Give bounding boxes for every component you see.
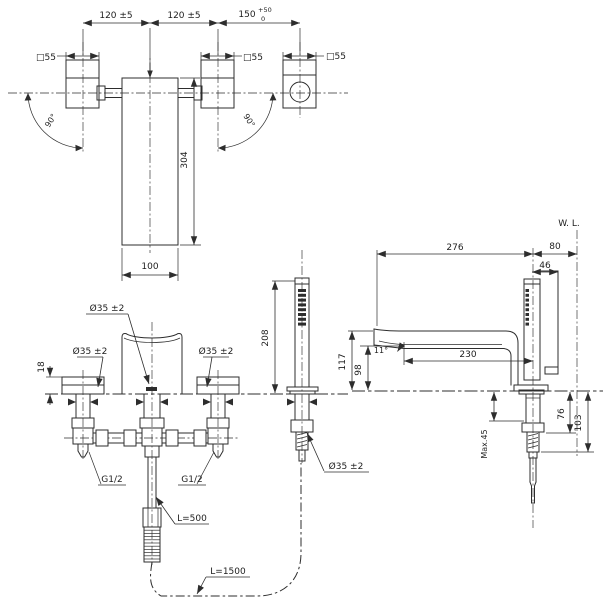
angle-90-left-label: 90°: [43, 112, 58, 129]
dim-103-label: 103: [574, 414, 584, 431]
g12-left-label: G1/2: [101, 475, 122, 485]
deck-clamp-arrows: [68, 398, 317, 406]
dim-98-label: 98: [354, 364, 364, 376]
dim-80-label: 80: [549, 242, 561, 252]
dim-230-label: 230: [459, 350, 476, 360]
top-view-linework: [8, 19, 348, 281]
side-view-linework: [348, 230, 603, 528]
max-45-label: Max.45: [480, 429, 489, 458]
dim-46-label: 46: [539, 261, 551, 271]
dia-35-spout-label: Ø35 ±2: [90, 303, 125, 314]
dia-35-right-handle-label: Ø35 ±2: [199, 346, 234, 357]
water-line-label: W. L.: [558, 219, 579, 229]
shower-spray-dots-side: [525, 289, 529, 326]
front-view-linework: [45, 250, 369, 597]
angle-11-label: 11°: [374, 346, 388, 355]
top-view: 120 ±5 120 ±5 150 +50 0 □55 □55 □55 90° …: [8, 6, 348, 281]
dim-120-right-label: 120 ±5: [167, 11, 200, 21]
dia-35-shower-label: Ø35 ±2: [329, 461, 364, 472]
shower-spray-dots: [298, 289, 306, 326]
square55-shower-label: □55: [326, 52, 346, 62]
dim-76-label: 76: [557, 408, 567, 420]
dim-150-upper-tolerance: +50: [258, 6, 272, 14]
dim-120-left-label: 120 ±5: [99, 11, 132, 21]
dim-276-label: 276: [446, 243, 463, 253]
dim-150-label: 150: [238, 10, 255, 20]
hose-l1500-label: L=1500: [210, 567, 246, 577]
dim-150-lower-tolerance: 0: [261, 15, 265, 23]
dim-208-label: 208: [261, 329, 271, 346]
dim-304-label: 304: [180, 151, 190, 168]
dim-117-label: 117: [338, 353, 348, 370]
g12-right-label: G1/2: [181, 475, 202, 485]
dia-35-left-handle-label: Ø35 ±2: [73, 346, 108, 357]
dim-100-label: 100: [141, 262, 158, 272]
hose-corrugation: [144, 529, 160, 560]
square55-left-label: □55: [36, 53, 56, 63]
front-view: 18 208 Ø35 ±2 Ø35 ±2 Ø35 ±2 Ø35 ±2 G1/2 …: [37, 250, 369, 597]
side-view: W. L. 276 80 46 230 11° 117 98 Max.45 76…: [338, 219, 603, 528]
angle-90-right-label: 90°: [241, 112, 256, 129]
square55-right-label: □55: [243, 53, 263, 63]
hose-l500-label: L=500: [177, 514, 207, 524]
dim-18-label: 18: [37, 361, 47, 373]
